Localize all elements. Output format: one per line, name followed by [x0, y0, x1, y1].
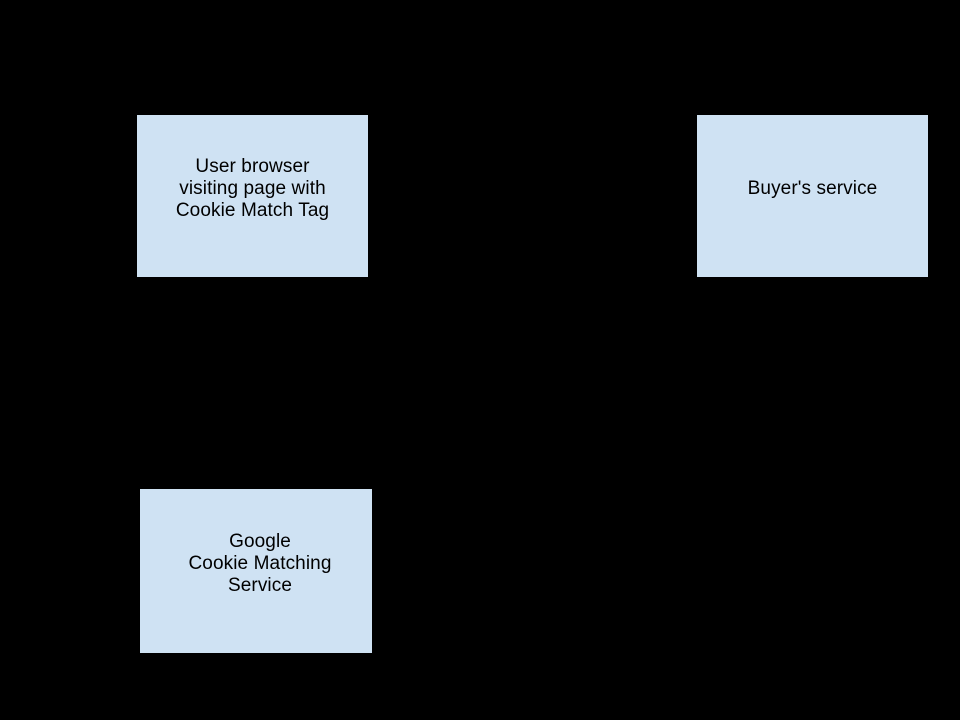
node-label-line: Service	[227, 575, 293, 596]
node-label-buyers-service: Buyer's service	[748, 178, 878, 200]
diagram-node-buyers-service: Buyer's service	[697, 115, 928, 277]
node-label-line: Cookie Matching	[188, 553, 332, 574]
diagram-node-user-browser: User browser visiting page with Cookie M…	[137, 115, 368, 277]
node-label-line: User browser	[195, 156, 310, 177]
node-label-line: Cookie Match Tag	[175, 200, 330, 221]
node-label-google-cookie-matching-service: Google Cookie Matching Service	[188, 531, 331, 597]
node-label-line: Google	[229, 531, 291, 552]
node-label-line: Buyer's service	[747, 178, 878, 199]
node-label-line: visiting page with	[179, 178, 326, 199]
diagram-node-google-cookie-matching-service: Google Cookie Matching Service	[140, 489, 372, 653]
node-label-user-browser: User browser visiting page with Cookie M…	[176, 156, 329, 222]
